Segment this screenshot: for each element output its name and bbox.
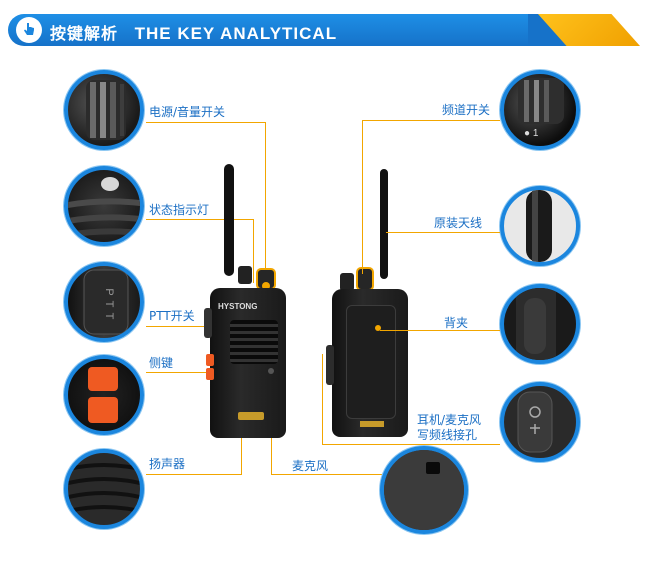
label-channel: 频道开关 <box>442 103 491 117</box>
back-earphone-jack <box>326 345 334 385</box>
status-light-detail-circle <box>64 166 144 246</box>
back-belt-clip <box>346 305 396 419</box>
back-antenna <box>380 169 388 279</box>
leader-speaker <box>146 474 242 475</box>
back-clip-detail-circle <box>500 284 580 364</box>
ptt-detail-circle: P T T <box>64 262 144 342</box>
knob-detail-image <box>86 80 126 140</box>
leader-microphone <box>271 474 391 475</box>
leader-earphone <box>322 444 500 445</box>
front-status-led <box>262 282 270 290</box>
label-earphone-line2: 写频线接孔 <box>417 428 478 442</box>
ptt-detail-image: P T T <box>83 269 129 335</box>
speaker-detail-circle <box>64 449 144 529</box>
microphone-detail-circle <box>380 446 468 534</box>
header-banner: 按键解析 THE KEY ANALYTICAL <box>8 8 640 48</box>
leader-status-light-v <box>253 219 254 283</box>
hand-pointer-icon <box>16 17 42 43</box>
label-antenna: 原装天线 <box>434 216 483 230</box>
title-cn: 按键解析 <box>50 24 119 43</box>
leader-antenna <box>386 232 500 233</box>
back-battery-contacts <box>360 421 384 427</box>
label-side-key: 侧键 <box>149 356 174 370</box>
svg-text:T: T <box>103 313 115 320</box>
leader-earphone-v <box>322 354 323 445</box>
front-radio: HYSTONG <box>200 160 300 460</box>
title-en: THE KEY ANALYTICAL <box>134 24 338 43</box>
leader-power-volume <box>146 122 266 123</box>
leader-channel <box>362 120 500 121</box>
front-speaker-grille <box>230 320 278 364</box>
leader-channel-v <box>362 120 363 274</box>
earphone-jack-detail-image <box>517 391 553 453</box>
label-status-light: 状态指示灯 <box>149 203 210 217</box>
side-key-detail-circle <box>64 355 144 435</box>
back-volume-knob <box>358 269 372 289</box>
svg-text:● 1: ● 1 <box>524 128 539 139</box>
channel-knob-detail-circle: ● 1 <box>500 70 580 150</box>
front-antenna <box>224 164 234 276</box>
front-ptt-button <box>204 308 212 338</box>
label-microphone: 麦克风 <box>292 459 329 473</box>
front-logo-mark <box>238 412 264 420</box>
label-power-volume: 电源/音量开关 <box>149 105 226 119</box>
banner-bar <box>8 14 568 46</box>
svg-text:P: P <box>103 288 115 295</box>
leader-side-key <box>146 372 208 373</box>
label-speaker: 扬声器 <box>149 457 186 471</box>
front-microphone-hole <box>268 368 274 374</box>
label-earphone-line1: 耳机/麦克风 <box>417 413 482 427</box>
back-channel-knob <box>340 273 354 291</box>
label-back-clip: 背夹 <box>444 316 469 330</box>
earphone-jack-detail-circle <box>500 382 580 462</box>
leader-back-clip <box>380 330 500 331</box>
leader-ptt <box>146 326 212 327</box>
back-clip-detail-image <box>516 288 556 360</box>
status-light-detail-image <box>68 177 140 238</box>
leader-status-light <box>146 219 254 220</box>
channel-knob-detail-image: ● 1 <box>518 78 564 139</box>
front-radio-body: HYSTONG <box>210 288 286 438</box>
brand-label: HYSTONG <box>218 302 258 311</box>
side-key-detail-image <box>88 367 118 423</box>
svg-text:T: T <box>103 301 115 308</box>
antenna-detail-circle <box>500 186 580 266</box>
antenna-detail-image <box>526 190 552 262</box>
back-radio <box>318 165 418 455</box>
label-ptt: PTT开关 <box>149 309 195 323</box>
knob-detail-circle <box>64 70 144 150</box>
speaker-detail-image <box>68 463 140 513</box>
banner-title: 按键解析 THE KEY ANALYTICAL <box>50 20 337 44</box>
microphone-detail-image <box>384 450 464 530</box>
front-channel-knob <box>238 266 252 284</box>
leader-power-volume-v <box>265 122 266 282</box>
front-side-key-lower <box>206 368 214 380</box>
back-clip-dot <box>375 325 381 331</box>
front-side-key-upper <box>206 354 214 366</box>
